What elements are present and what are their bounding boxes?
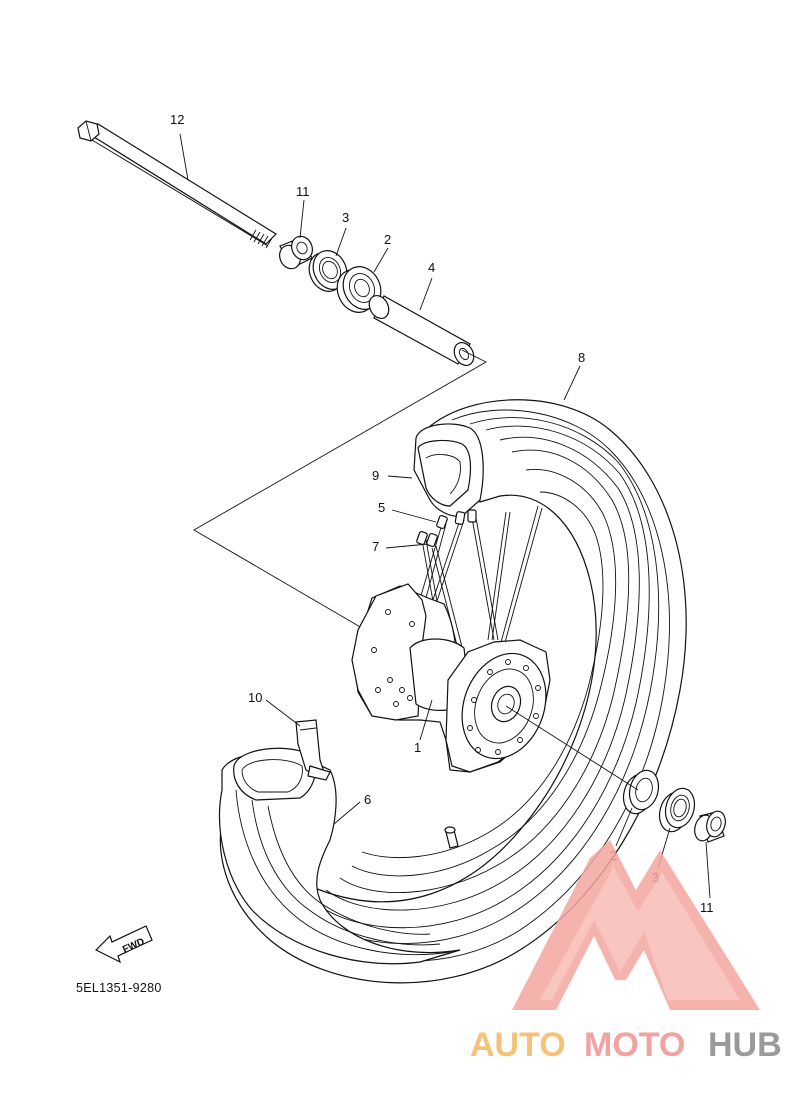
logo-word-auto: AUTO <box>470 1026 566 1064</box>
collar-part-11-bottom <box>694 810 726 843</box>
bearing-part-2-top <box>336 266 382 313</box>
spoke-set <box>407 505 543 681</box>
spoke-nipples <box>416 509 477 548</box>
rim-band-part-10 <box>295 719 331 781</box>
callout-4: 4 <box>428 260 435 275</box>
logo-word-moto: MOTO <box>584 1026 685 1064</box>
axle-part-12 <box>77 120 277 249</box>
logo-word-hub: HUB <box>708 1026 782 1064</box>
diagram-code: 5EL1351-9280 <box>76 981 162 995</box>
hub-part-1 <box>351 583 551 773</box>
callout-3-top: 3 <box>342 210 349 225</box>
leader-lines <box>179 133 711 899</box>
callout-11-bottom: 11 <box>700 900 714 915</box>
valve-stem <box>444 826 459 849</box>
callout-8: 8 <box>578 350 585 365</box>
callout-11-top: 11 <box>296 184 310 199</box>
callout-7: 7 <box>372 539 379 554</box>
callout-1: 1 <box>414 740 421 755</box>
hub-right-flange-holes <box>467 659 541 755</box>
spacer-part-4 <box>368 294 475 367</box>
callout-5: 5 <box>378 500 385 515</box>
callout-12: 12 <box>170 112 184 127</box>
callout-9: 9 <box>372 468 379 483</box>
axis-line <box>505 705 639 791</box>
callout-10: 10 <box>248 690 262 705</box>
logo-triangle-mark <box>512 840 760 1010</box>
callout-2-top: 2 <box>384 232 391 247</box>
oil-seal-part-3-bottom <box>658 787 696 833</box>
bearing-part-2-bottom <box>622 769 660 815</box>
automotohub-logo: AUTO MOTO HUB <box>470 840 782 1064</box>
hub-left-flange-holes <box>371 609 415 707</box>
rim-band-part-9 <box>413 423 484 517</box>
assembly-boundary-line <box>193 349 487 629</box>
fwd-arrow: FWD <box>94 925 153 964</box>
callout-6: 6 <box>364 792 371 807</box>
tire-part-8 <box>219 399 687 984</box>
collar-part-11-top <box>279 235 313 270</box>
